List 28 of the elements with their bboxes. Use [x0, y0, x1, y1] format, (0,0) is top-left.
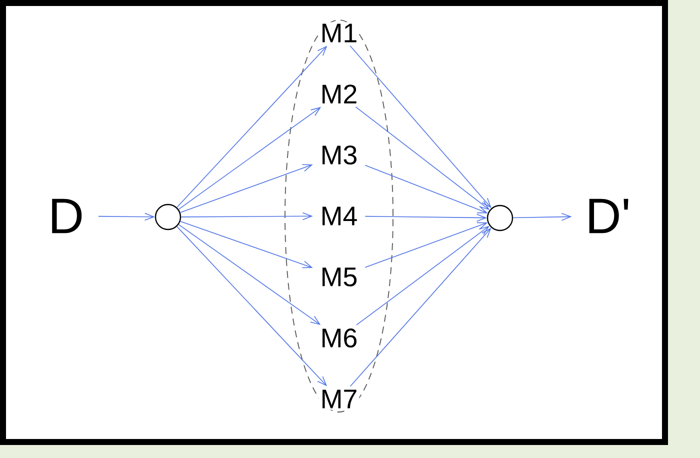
node-label: M6: [318, 326, 360, 350]
arrow: [355, 106, 490, 210]
arrow: [180, 164, 313, 213]
node-label: M3: [318, 144, 360, 166]
arrow: [178, 224, 321, 325]
arrow: [98, 212, 155, 221]
junction-circle: [154, 204, 182, 230]
arrow: [178, 106, 322, 210]
arrow: [176, 226, 328, 386]
junction-circle: [486, 204, 514, 232]
arrow: [512, 212, 572, 221]
arrow: [176, 46, 328, 208]
node-label: D': [584, 197, 632, 235]
arrow: [180, 212, 313, 220]
dashed-ellipse: [284, 20, 394, 412]
arrow: [364, 222, 488, 268]
node-label: M5: [318, 266, 360, 288]
arrow: [180, 220, 313, 268]
node-label: D: [46, 197, 86, 235]
arrow: [350, 228, 492, 387]
arrow: [364, 164, 488, 214]
arrow: [364, 214, 487, 222]
arrow: [350, 45, 492, 208]
node-label: M4: [318, 205, 360, 227]
node-label: M1: [318, 22, 360, 44]
arrow: [356, 226, 490, 326]
node-label: M2: [318, 83, 360, 105]
node-label: M7: [318, 388, 360, 410]
